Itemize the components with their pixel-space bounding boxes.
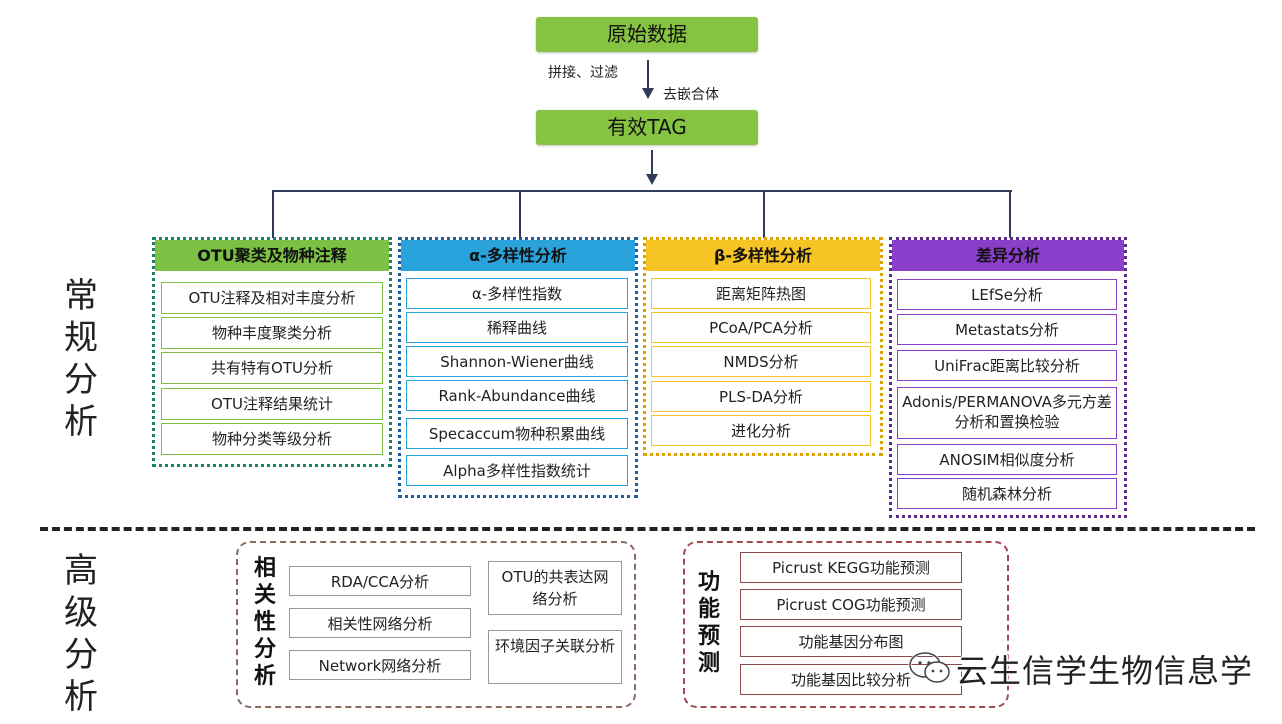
watermark-text: 云生信学生物信息学 [956,652,1254,690]
branch-line-1 [272,190,274,238]
list-item: 稀释曲线 [406,312,628,343]
flow-arrow-head [642,88,654,99]
function-prediction-box [683,541,1009,708]
branch-horizontal-line [272,190,1012,192]
flow-arrow-line [647,60,649,90]
list-item: OTU注释结果统计 [161,388,383,420]
raw-data-box: 原始数据 [536,17,758,52]
list-item: 共有特有OTU分析 [161,352,383,384]
routine-analysis-title: 常 规 分 析 [64,276,98,442]
list-item: 物种丰度聚类分析 [161,317,383,349]
list-item: α-多样性指数 [406,278,628,309]
list-item: ANOSIM相似度分析 [897,444,1117,475]
list-item: Metastats分析 [897,314,1117,345]
branch-line-4 [1009,190,1011,238]
alpha-diversity-column: α-多样性分析 [398,237,638,498]
list-item: Alpha多样性指数统计 [406,455,628,486]
list-item: NMDS分析 [651,346,871,377]
beta-diversity-column: β-多样性分析 [643,237,883,456]
correlation-analysis-label: 相 关 性 分 析 [254,556,277,689]
column-header: α-多样性分析 [401,240,635,271]
correlation-analysis-box [236,541,636,708]
step-label-chimera-removal: 去嵌合体 [663,87,719,103]
list-item: LEfSe分析 [897,279,1117,310]
list-item: Adonis/PERMANOVA多元方差分析和置换检验 [897,387,1117,439]
list-item: RDA/CCA分析 [289,566,471,596]
flow-arrow-head-2 [646,174,658,185]
list-item: OTU注释及相对丰度分析 [161,282,383,314]
list-item: 环境因子关联分析 [488,630,622,684]
column-header: OTU聚类及物种注释 [155,240,389,271]
column-header: β-多样性分析 [646,240,880,271]
list-item: Picrust COG功能预测 [740,589,962,620]
list-item: PLS-DA分析 [651,381,871,412]
function-prediction-label: 功 能 预 测 [698,570,721,676]
list-item: Network网络分析 [289,650,471,680]
list-item: 相关性网络分析 [289,608,471,638]
branch-line-3 [763,190,765,238]
list-item: Picrust KEGG功能预测 [740,552,962,583]
column-header: 差异分析 [892,240,1124,271]
list-item: 距离矩阵热图 [651,278,871,309]
list-item: OTU的共表达网络分析 [488,561,622,615]
list-item: Specaccum物种积累曲线 [406,418,628,449]
list-item: Shannon-Wiener曲线 [406,346,628,377]
section-divider [40,527,1255,531]
step-label-splice-filter: 拼接、过滤 [548,65,618,81]
list-item: PCoA/PCA分析 [651,312,871,343]
advanced-analysis-title: 高 级 分 析 [64,551,98,717]
flow-arrow-line-2 [651,150,653,175]
list-item: UniFrac距离比较分析 [897,350,1117,381]
list-item: Rank-Abundance曲线 [406,380,628,411]
list-item: 物种分类等级分析 [161,423,383,455]
otu-annotation-column: OTU聚类及物种注释 [152,237,392,467]
valid-tag-box: 有效TAG [536,110,758,145]
list-item: 进化分析 [651,415,871,446]
wechat-icon [908,650,952,686]
branch-line-2 [519,190,521,238]
difference-analysis-column: 差异分析 [889,237,1127,518]
list-item: 随机森林分析 [897,478,1117,509]
